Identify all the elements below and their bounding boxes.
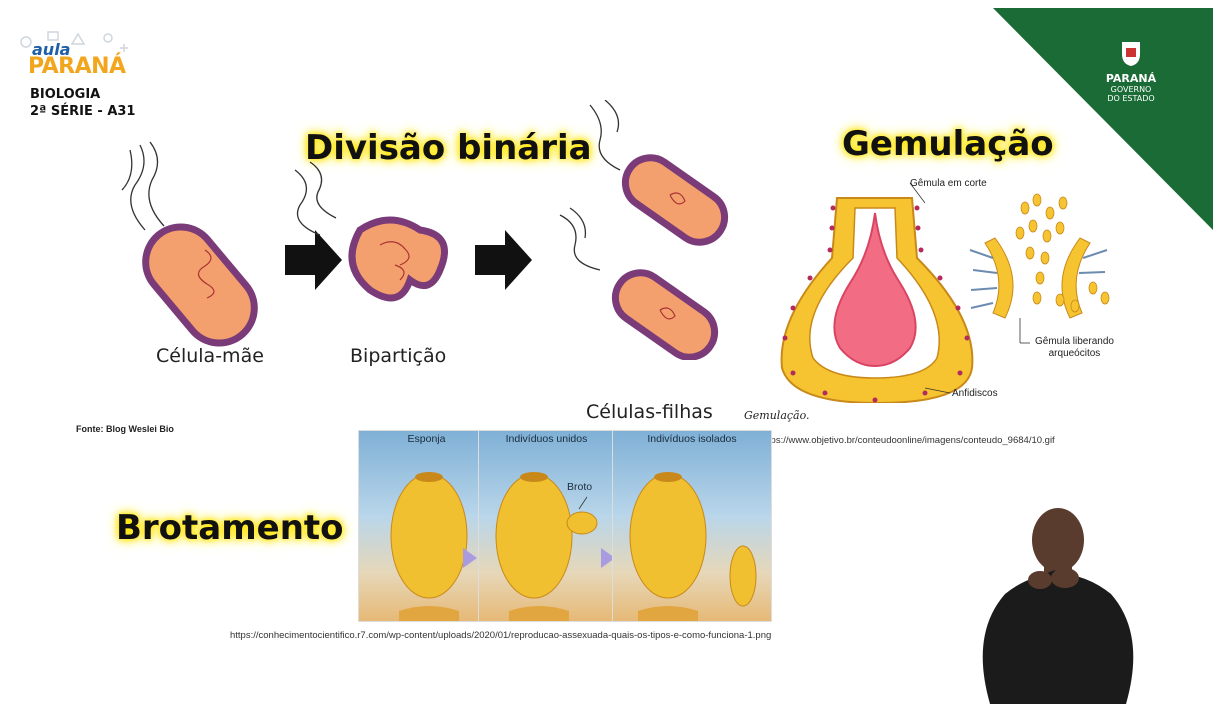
budding-panel-united: Indivíduos unidos Broto	[478, 430, 615, 622]
arrow-icon	[475, 230, 532, 290]
gemmule-source: https://www.objetivo.br/conteudoonline/i…	[760, 435, 1055, 446]
budding-title: Brotamento	[116, 508, 344, 548]
sponge-illustration	[359, 431, 494, 621]
mother-cell-label: Célula-mãe	[156, 345, 264, 367]
gemmule-section	[782, 198, 973, 403]
mother-cell	[122, 142, 269, 357]
brand-parana: PARANÁ	[28, 54, 126, 79]
isolated-illustration	[613, 431, 771, 621]
gemmule-caption: Gemulação.	[744, 409, 810, 422]
gemmule-section-label: Gêmula em corte	[910, 178, 987, 189]
gemmule-title: Gemulação	[842, 124, 1054, 164]
gemmule-release-label: Gêmula liberando arqueócitos	[1035, 336, 1114, 360]
anfidiscos-label: Anfidiscos	[952, 388, 998, 399]
arrow-icon	[463, 548, 477, 568]
binary-source: Fonte: Blog Weslei Bio	[76, 424, 174, 434]
gemmule-diagram	[775, 178, 1160, 403]
budding-panel-sponge: Esponja	[358, 430, 495, 622]
panel-label-sponge: Esponja	[359, 433, 494, 445]
daughter-cell-1	[590, 100, 730, 252]
gemmule-release-line1: Gêmula liberando	[1035, 336, 1114, 348]
bipartition-label: Bipartição	[350, 345, 446, 367]
budding-source: https://conhecimentocientifico.r7.com/wp…	[230, 630, 771, 641]
bud-label: Broto	[567, 481, 592, 493]
panel-label-isolated: Indivíduos isolados	[613, 433, 771, 445]
daughter-cells-label: Células-filhas	[586, 401, 713, 423]
gemmule-release	[970, 194, 1109, 343]
interpreter-figure	[970, 500, 1150, 704]
budding-panel-isolated: Indivíduos isolados	[612, 430, 772, 622]
coat-of-arms-icon	[1120, 40, 1142, 68]
government-logo: PARANÁ GOVERNO DO ESTADO	[1100, 40, 1162, 103]
gemmule-release-line2: arqueócitos	[1035, 348, 1114, 360]
gov-line2: GOVERNO	[1100, 85, 1162, 94]
panel-label-united: Indivíduos unidos	[479, 433, 614, 445]
gov-line3: DO ESTADO	[1100, 94, 1162, 103]
binary-division-diagram	[110, 100, 730, 360]
gov-state: PARANÁ	[1100, 73, 1162, 85]
arrow-icon	[285, 230, 342, 290]
united-illustration	[479, 431, 614, 621]
